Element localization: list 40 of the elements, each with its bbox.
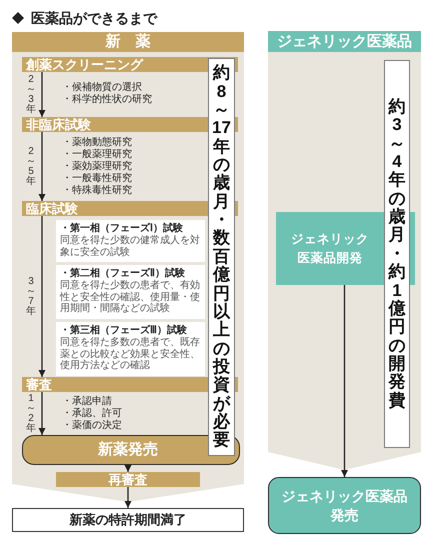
phase-description: 同意を得た多数の患者で、既存薬との比較など効果と安全性、使用方法などの確認 xyxy=(60,337,201,372)
bullet-text: ・承認申請 xyxy=(62,396,112,408)
bullet-text: ・薬物動態研究 xyxy=(62,137,132,148)
phase-description: 同意を得た少数の健常成人を対象に安全の試験 xyxy=(60,235,201,258)
bullet-text: ・候補物質の選択 xyxy=(62,82,142,94)
phase-title: ・第一相（フェーズⅠ）試験 xyxy=(60,223,184,234)
phase-card xyxy=(56,322,205,376)
bullet-text: ・薬価の決定 xyxy=(62,420,122,432)
duration-label: 3～7年 xyxy=(25,276,37,316)
bullet-text: ・薬効薬理研究 xyxy=(62,161,132,172)
arrow xyxy=(124,487,132,508)
arrow xyxy=(38,132,46,201)
arrow xyxy=(38,72,46,117)
arrow xyxy=(341,285,348,477)
duration-label: 2～3年 xyxy=(25,74,37,114)
arrow xyxy=(38,392,46,435)
note-box xyxy=(384,60,410,448)
chevron-panel xyxy=(268,31,421,470)
bullet-text: ・承認、許可 xyxy=(62,408,122,420)
panel-header: ジェネリック医薬品 xyxy=(268,31,421,52)
phase-card xyxy=(56,265,205,318)
stage-banner: 再審査 xyxy=(56,472,200,487)
arrow xyxy=(38,216,46,377)
chevron-panel xyxy=(12,32,244,502)
note-box xyxy=(208,58,235,456)
bullet-text: ・一般毒性研究 xyxy=(62,173,132,184)
phase-title: ・第三相（フェーズⅢ）試験 xyxy=(60,325,188,336)
launch-box: ジェネリック医薬品発売 xyxy=(268,477,421,534)
phase-card xyxy=(56,220,205,262)
duration-label: 1～2年 xyxy=(25,394,37,434)
panel-header: 新薬 xyxy=(12,32,244,52)
duration-label: 2～5年 xyxy=(25,146,37,186)
arrow xyxy=(124,465,132,472)
bullet-text: ・一般薬理研究 xyxy=(62,149,132,160)
phase-title: ・第二相（フェーズⅡ）試験 xyxy=(60,268,186,280)
bullet-text: ・科学的性状の研究 xyxy=(62,94,152,106)
result-box: 新薬の特許期間満了 xyxy=(12,508,244,532)
phase-description: 同意を得た少数の患者で、有効性と安全性の確認、使用量・使用期間・間隔などの試験 xyxy=(60,280,201,314)
bullet-text: ・特殊毒性研究 xyxy=(62,185,132,197)
diagram-title: 医薬品ができるまで xyxy=(31,9,157,27)
